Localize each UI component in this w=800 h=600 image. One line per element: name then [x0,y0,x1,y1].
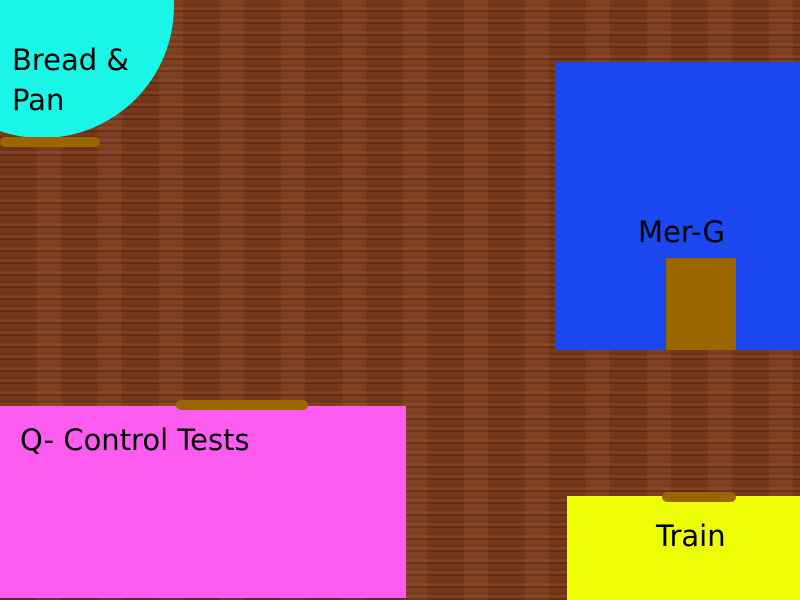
bread-and-pan-label-line1: Bread & [12,43,130,77]
q-control-tests-label: Q- Control Tests [20,423,250,457]
train-building[interactable] [567,496,800,600]
mer-g-label: Mer-G [638,215,725,249]
q-control-tests-building[interactable] [0,406,406,598]
train-label: Train [656,519,726,553]
mer-g-door[interactable] [666,258,736,350]
bread-and-pan-entrance[interactable] [0,137,100,147]
train-entrance[interactable] [662,492,736,502]
bread-and-pan-label-line2: Pan [12,83,65,117]
q-control-tests-entrance[interactable] [176,400,308,410]
